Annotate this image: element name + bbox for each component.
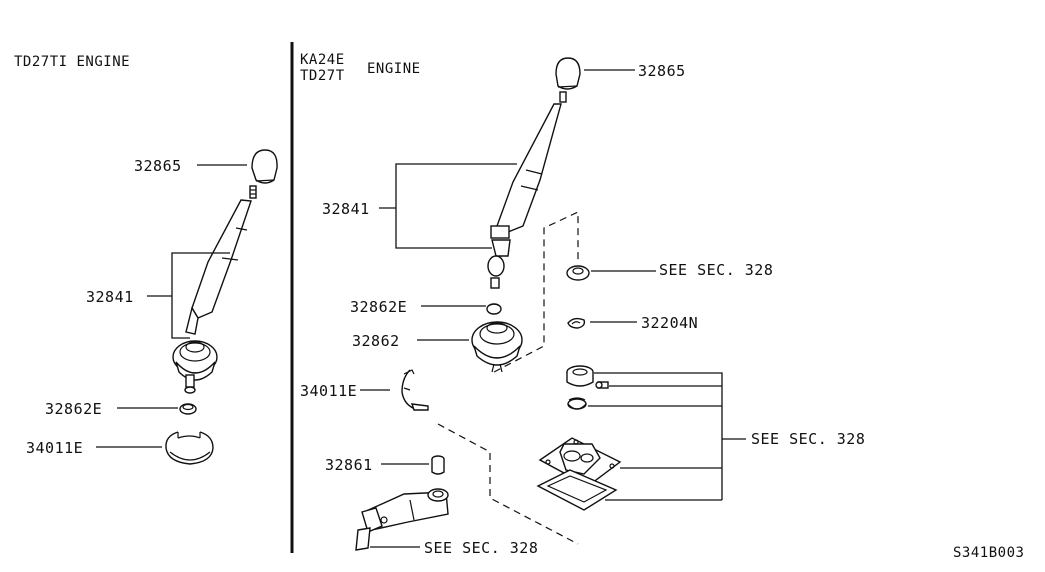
left-band-part [165,431,214,465]
right-boot-dashed-guide [493,211,579,373]
right-see-sec-mid-bracket [594,372,723,500]
right-boot-part [471,321,523,373]
right-gasket-part [536,469,618,511]
right-bushing-label: 32861 [325,456,373,474]
right-bushing-part [431,455,445,475]
right-see-sec-mid-label: SEE SEC. 328 [751,430,865,448]
right-control-rod-part [355,488,449,551]
left-engine-header: TD27TI ENGINE [14,54,130,70]
right-engine-header-ka24e: KA24E [300,52,345,68]
right-lever-label: 32841 [322,200,370,218]
left-shift-lever [185,199,252,335]
right-see-sec-bottom-label: SEE SEC. 328 [424,539,538,557]
right-engine-header-td27t: TD27T [300,68,345,84]
right-see-sec-top-label: SEE SEC. 328 [659,261,773,279]
right-band-part [401,369,429,411]
right-bushing-dashed-guide [437,423,579,545]
right-boot-label: 32862 [352,332,400,350]
left-knob-label: 32865 [134,157,182,175]
right-shift-lever [487,103,562,289]
right-knob-part [555,57,581,103]
right-band-label: 34011E [300,382,357,400]
right-pin-part [595,381,609,389]
right-ring-part [486,303,502,315]
right-cup-part [566,365,594,387]
right-engine-header-engine: ENGINE [367,61,421,77]
left-lever-tip [249,185,257,199]
right-clip-label: 32204N [641,314,698,332]
right-ring-label: 32862E [350,298,407,316]
right-lever-bracket [395,163,517,249]
left-lever-label: 32841 [86,288,134,306]
left-knob-part [251,149,278,184]
right-knob-label: 32865 [638,62,686,80]
diagram-code: S341B003 [953,545,1024,561]
left-boot-part [172,340,218,394]
left-ring-label: 32862E [45,400,102,418]
left-ring-part [179,403,197,415]
left-band-label: 34011E [26,439,83,457]
right-washer-part [566,265,590,281]
right-clip-part [567,317,586,329]
right-spring-part [567,397,587,410]
right-housing-part [538,437,622,487]
